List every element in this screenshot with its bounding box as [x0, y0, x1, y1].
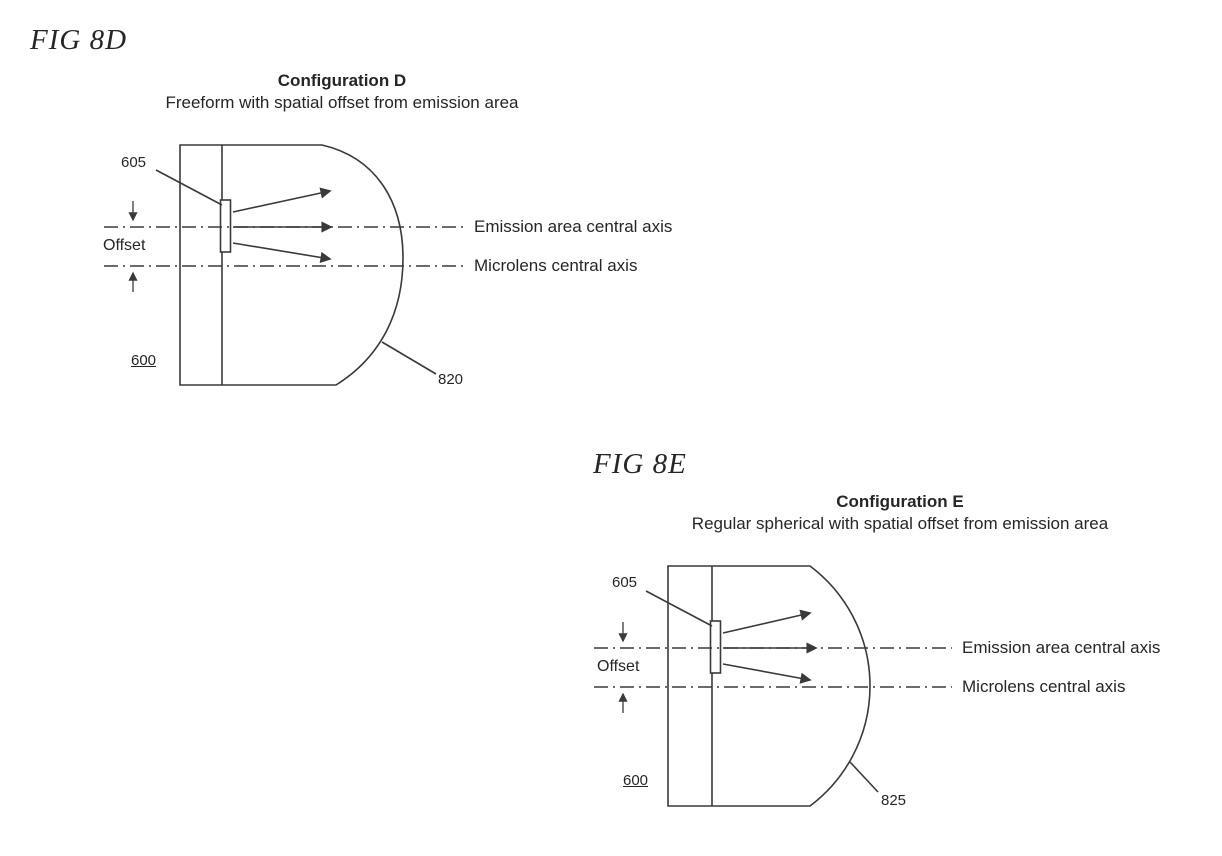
fig-8e-lens-body-outline: [667, 565, 871, 807]
fig-8e-ref-825-leader: [849, 761, 879, 793]
fig-8e-ref-605: 605: [612, 574, 638, 591]
fig-8e-ray-arrow-down: [722, 663, 812, 684]
fig-8e-emission-area-rect: [709, 620, 722, 674]
fig-8d-emission-axis-label: Emission area central axis: [474, 217, 673, 236]
fig-8d-ray-arrow-down: [232, 242, 332, 263]
fig-8e-config-title: Configuration E: [836, 492, 964, 511]
fig-8e-offset-label: Offset: [597, 658, 640, 675]
fig-8d-ref-605: 605: [121, 154, 147, 171]
fig-8d-diagram: [104, 144, 465, 386]
fig-8e-diagram: [594, 565, 952, 807]
fig-8e-ref-600: 600: [623, 772, 649, 789]
fig-8d-ref-820-leader: [381, 341, 437, 375]
fig-8e-ref-605-leader: [645, 590, 713, 627]
fig-8d-config-title: Configuration D: [277, 71, 407, 90]
fig-8d-offset-label: Offset: [103, 237, 146, 254]
fig-8d-config-subtitle: Freeform with spatial offset from emissi…: [165, 93, 519, 112]
fig-8d-emission-area-rect: [219, 199, 232, 253]
fig-8e-config-subtitle: Regular spherical with spatial offset fr…: [691, 514, 1109, 533]
fig-8e-title: FIG 8E: [593, 448, 687, 480]
fig-8d-lens-body-outline: [179, 144, 404, 386]
fig-8e-microlens-axis-label: Microlens central axis: [962, 677, 1126, 696]
fig-8d-microlens-axis-label: Microlens central axis: [474, 256, 638, 275]
fig-8d-ref-605-leader: [155, 169, 223, 206]
fig-8d-title: FIG 8D: [30, 24, 128, 56]
fig-8e-emission-axis-label: Emission area central axis: [962, 638, 1161, 657]
fig-8d-ref-820: 820: [438, 371, 464, 388]
fig-8d-ref-600: 600: [131, 352, 157, 369]
fig-8e-ray-arrow-up: [722, 609, 812, 634]
fig-8e-ref-825: 825: [881, 792, 907, 809]
fig-8d-ray-arrow-up: [232, 187, 332, 213]
